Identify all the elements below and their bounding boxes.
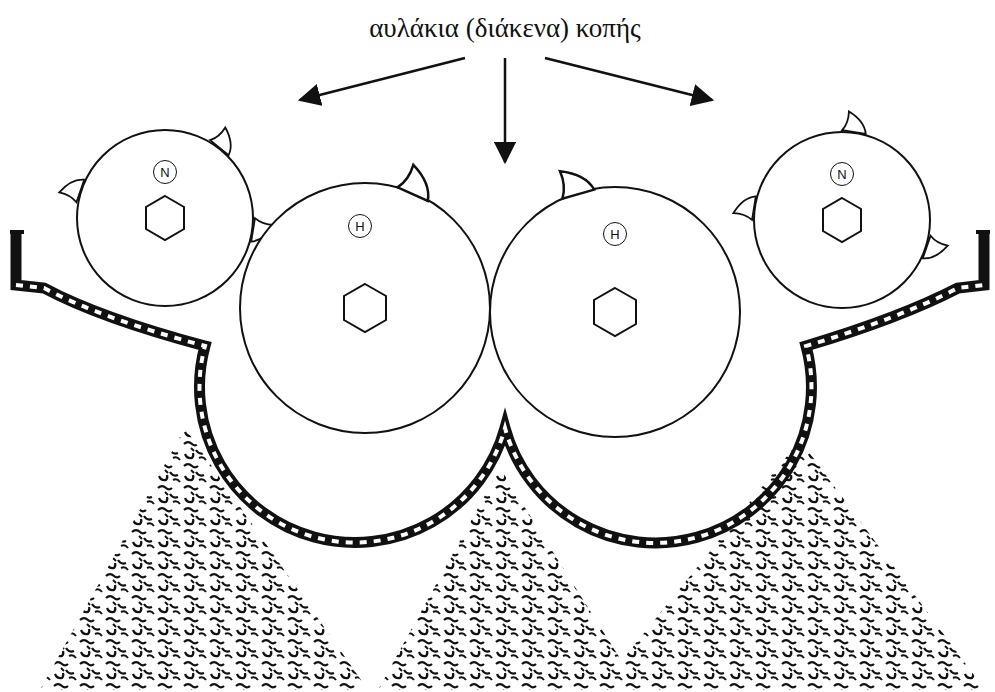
chip-pile xyxy=(378,468,640,690)
rotor-mark: N xyxy=(153,160,177,184)
rotor-letter: H xyxy=(355,220,364,233)
chip-pile xyxy=(40,428,368,690)
rotor-mark: N xyxy=(830,162,854,186)
rotor xyxy=(240,165,490,433)
rotor-mark: H xyxy=(603,222,627,246)
rotor-mark: H xyxy=(348,214,372,238)
callout-label: αυλάκια (διάκενα) κοπής xyxy=(365,13,645,44)
rotor xyxy=(490,168,740,437)
rotor xyxy=(733,111,947,308)
leader-arrows xyxy=(300,58,712,162)
rotor xyxy=(59,127,273,306)
rotor-letter: N xyxy=(160,166,169,179)
rotor-letter: N xyxy=(837,168,846,181)
rotor-letter: H xyxy=(610,228,619,241)
chip-pile xyxy=(598,440,985,690)
